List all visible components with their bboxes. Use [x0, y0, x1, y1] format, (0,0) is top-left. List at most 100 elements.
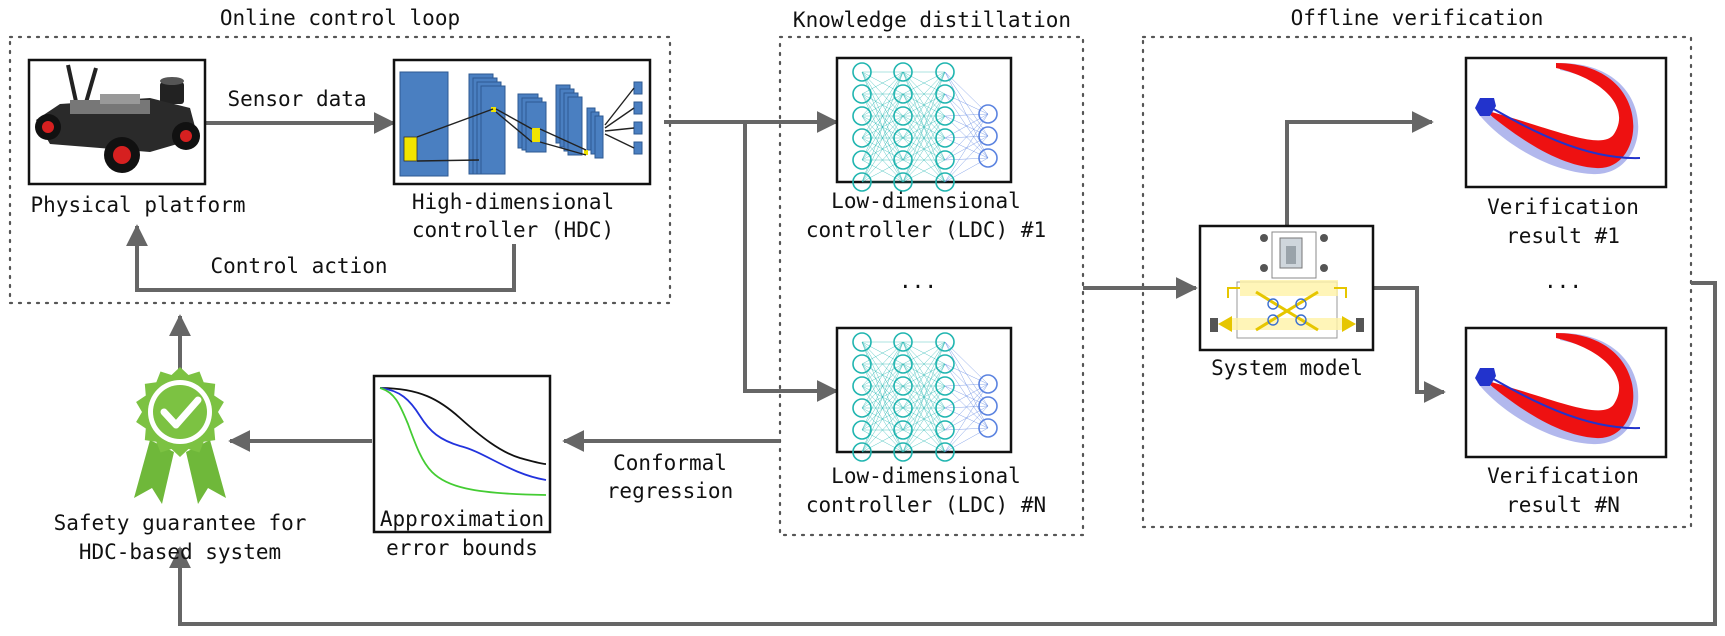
network-link	[902, 71, 946, 183]
bound-curve-black	[379, 387, 547, 465]
network-link	[861, 341, 904, 453]
network-neuron	[893, 106, 913, 126]
network-link	[861, 71, 904, 95]
network-link	[861, 341, 904, 431]
network-neuron	[893, 420, 913, 440]
network-link	[944, 135, 989, 183]
network-neuron	[852, 128, 872, 148]
ldc1-label-line1: Low-dimensional	[831, 189, 1021, 213]
network-neuron	[935, 398, 955, 418]
network-neuron	[893, 354, 913, 374]
safety-label-line1: Safety guarantee for	[54, 511, 307, 535]
network-neuron	[852, 442, 872, 462]
network-neuron	[852, 84, 872, 104]
network-link	[944, 383, 989, 431]
network-neuron	[852, 398, 872, 418]
network-neuron	[935, 106, 955, 126]
robot-car-icon	[27, 58, 207, 186]
network-neuron	[978, 148, 998, 168]
system-model-label: System model	[1211, 356, 1363, 380]
network-link	[944, 157, 989, 183]
network-link	[944, 427, 989, 453]
hdc-label-line1: High-dimensional	[412, 190, 614, 214]
network-link	[902, 71, 946, 95]
network-link	[902, 341, 946, 409]
network-link	[944, 405, 989, 453]
network-link	[944, 383, 989, 387]
network-link	[902, 71, 946, 139]
network-link	[902, 137, 946, 183]
reachable-set-icon	[1464, 56, 1668, 189]
network-neuron	[893, 398, 913, 418]
checkmark-badge-icon	[134, 367, 226, 504]
network-link	[902, 71, 946, 161]
network-neuron	[935, 150, 955, 170]
network-link	[944, 363, 989, 385]
sensor-data-label: Sensor data	[227, 87, 366, 111]
network-link	[861, 341, 904, 365]
network-link	[861, 115, 904, 183]
bounds-label-line2: error bounds	[386, 536, 538, 560]
network-link	[944, 113, 989, 117]
network-neuron	[978, 126, 998, 146]
cnn-icon	[392, 58, 652, 186]
model-to-resultN-arrow	[1373, 286, 1446, 403]
network-link	[902, 363, 946, 453]
network-link	[902, 341, 946, 365]
network-neuron	[893, 332, 913, 352]
result-ellipsis: ...	[1544, 269, 1582, 293]
network-link	[944, 71, 989, 115]
network-link	[902, 71, 946, 117]
network-link	[861, 385, 904, 453]
regression-label-line2: regression	[607, 479, 733, 503]
network-neuron	[935, 442, 955, 462]
network-neuron	[893, 62, 913, 82]
network-link	[902, 115, 946, 183]
network-neuron	[852, 150, 872, 170]
network-neuron	[852, 420, 872, 440]
network-link	[861, 71, 904, 161]
network-link	[902, 159, 946, 183]
network-neuron	[935, 84, 955, 104]
verify-to-safety-arrow	[169, 281, 1717, 626]
network-neuron	[978, 104, 998, 124]
distillation-section-title: Knowledge distillation	[793, 8, 1071, 32]
network-neuron	[852, 62, 872, 82]
model-to-result1-arrow	[1285, 111, 1434, 226]
network-link	[944, 383, 989, 409]
network-link	[944, 113, 989, 139]
network-link	[902, 407, 946, 453]
network-neuron	[978, 418, 998, 438]
result1-label-line1: Verification	[1487, 195, 1639, 219]
network-link	[902, 93, 946, 183]
network-link	[861, 93, 904, 183]
ldc-ellipsis: ...	[899, 269, 937, 293]
network-link	[861, 71, 904, 139]
control-action-arrow	[126, 224, 516, 292]
network-neuron	[935, 128, 955, 148]
ldcN-label-line2: controller (LDC) #N	[806, 493, 1046, 517]
result1-label-line2: result #1	[1506, 224, 1620, 248]
reachable-set-icon	[1464, 326, 1668, 459]
online-section-title: Online control loop	[220, 6, 460, 30]
network-neuron	[893, 172, 913, 192]
network-link	[902, 429, 946, 453]
network-link	[944, 113, 989, 161]
network-link	[861, 341, 904, 387]
network-link	[944, 383, 989, 453]
neural-network-icon	[852, 332, 998, 462]
network-neuron	[935, 420, 955, 440]
network-neuron	[935, 332, 955, 352]
platform-label: Physical platform	[31, 193, 246, 217]
ldcN-frame	[835, 326, 1013, 454]
network-neuron	[935, 172, 955, 192]
network-neuron	[852, 106, 872, 126]
ldc1-frame	[835, 56, 1013, 184]
network-neuron	[978, 374, 998, 394]
network-neuron	[935, 62, 955, 82]
network-link	[944, 93, 989, 115]
network-neuron	[852, 376, 872, 396]
control-action-label: Control action	[210, 254, 387, 278]
system-schematic-icon	[1198, 224, 1375, 352]
